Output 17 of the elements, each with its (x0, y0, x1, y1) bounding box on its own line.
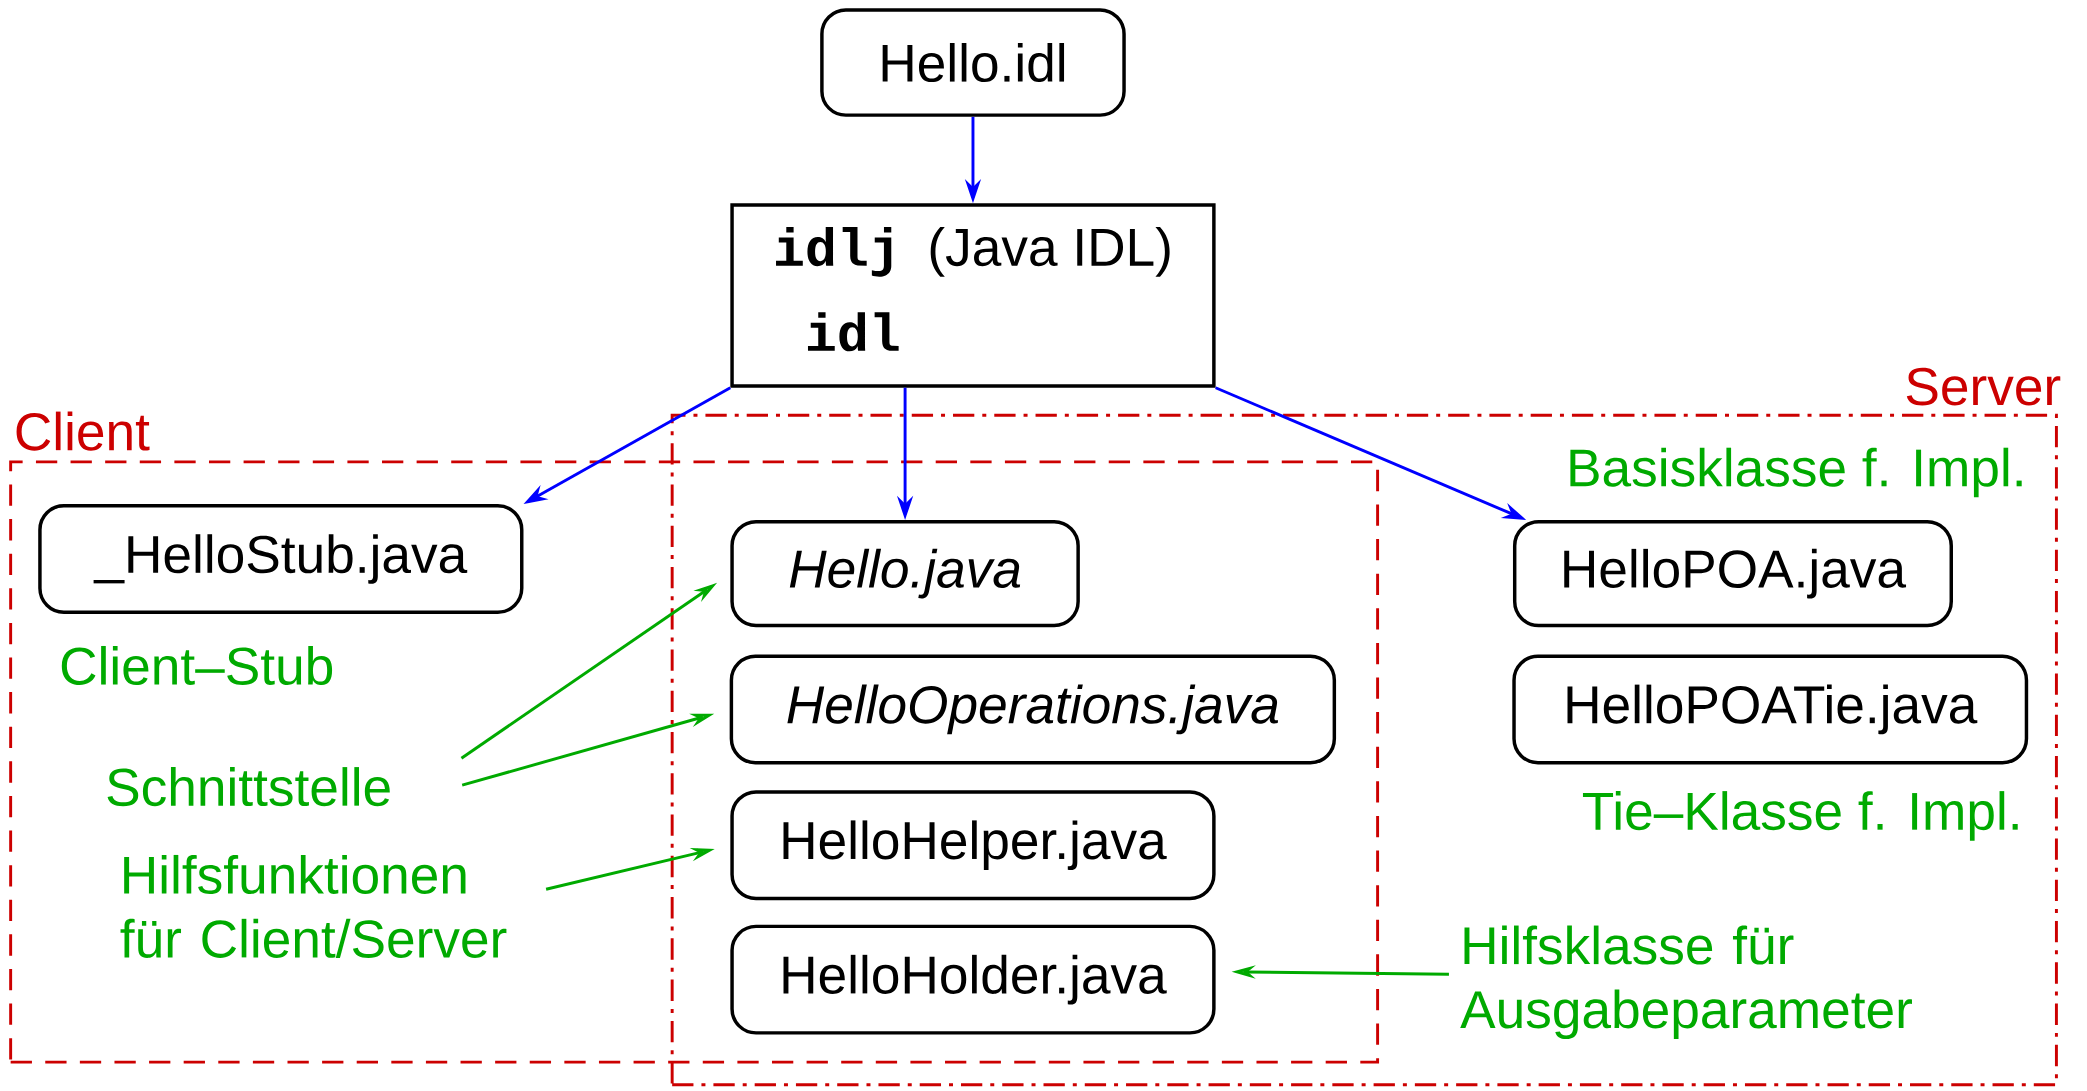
file-box: HelloHelper.java (730, 790, 1216, 900)
role-label: Client–Stub (61, 645, 333, 685)
region-label: Client (16, 411, 150, 451)
file-box: HelloPOA.java (1512, 519, 1953, 628)
file-box: HelloHolder.java (730, 924, 1216, 1035)
file-box: HelloOperations.java (729, 654, 1337, 765)
annotation-text: Schnittstelle (107, 766, 390, 806)
role-label: Tie–Klasse f. Impl. (1582, 790, 2018, 841)
compiler-box: idlj (Java IDL) idl (730, 203, 1216, 388)
file-box: Hello.java (730, 519, 1080, 628)
annotation-text: Hilfsfunktionen für Client/Server (120, 854, 507, 958)
role-label: Basisklasse f. Impl. (1570, 447, 2022, 498)
annotation-text: Hilfsklasse für Ausgabeparameter (1460, 925, 1912, 1039)
file-box: HelloPOATie.java (1512, 654, 2029, 765)
file-box: _HelloStub.java (38, 503, 524, 614)
file-box: Hello.idl (820, 8, 1126, 117)
region-label: Server (1906, 367, 2061, 406)
